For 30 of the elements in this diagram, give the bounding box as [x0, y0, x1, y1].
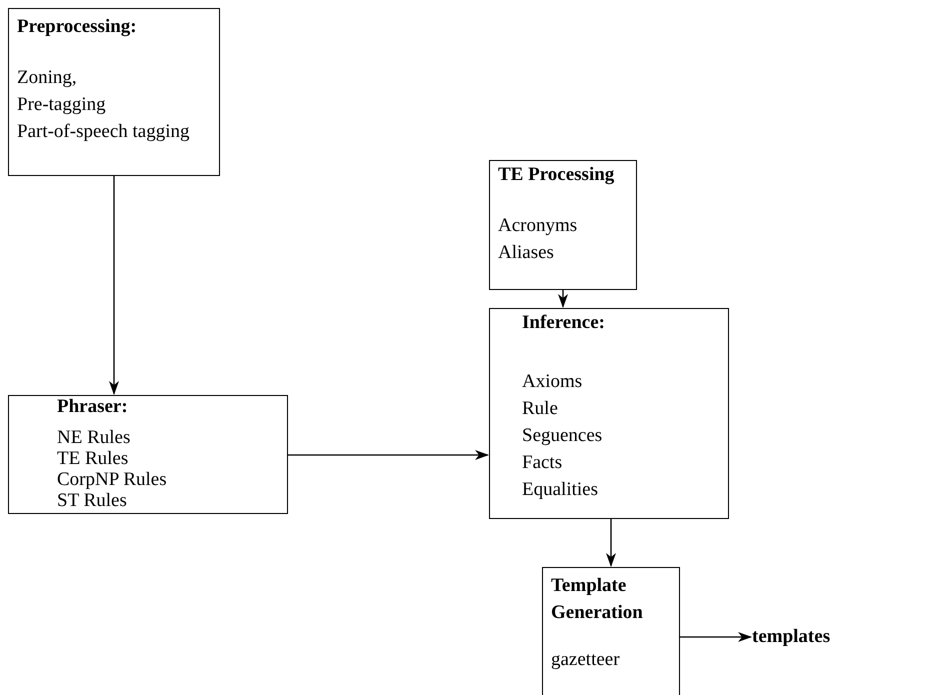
box-heading: Template Generation: [551, 574, 644, 625]
box-item: Zoning,: [17, 66, 77, 90]
arrow: [558, 290, 568, 308]
box-item: Rule: [522, 397, 558, 421]
box-heading: Preprocessing:: [17, 15, 137, 39]
process-box: [8, 8, 220, 176]
arrow: [606, 519, 616, 567]
box-item: gazetteer: [551, 648, 620, 672]
box-item: Pre-tagging: [17, 93, 106, 117]
box-item: ST Rules: [57, 490, 127, 511]
box-item: Aliases: [498, 241, 554, 265]
box-heading: Inference:: [522, 311, 606, 335]
box-item: Facts: [522, 451, 562, 475]
process-box: [489, 308, 729, 519]
box-heading: TE Processing: [498, 163, 614, 187]
arrow: [109, 176, 119, 395]
process-box: [542, 567, 680, 695]
box-item: Axioms: [522, 370, 582, 394]
box-item: Part-of-speech tagging: [17, 120, 190, 144]
box-item: CorpNP Rules: [57, 469, 167, 490]
process-box: [489, 160, 637, 290]
arrow: [680, 632, 752, 642]
box-item: Equalities: [522, 478, 598, 502]
box-item: Acronyms: [498, 214, 578, 238]
arrow: [288, 450, 489, 460]
box-item: Seguences: [522, 424, 602, 448]
box-item: TE Rules: [57, 448, 128, 469]
box-heading: Phraser:: [57, 396, 128, 417]
process-box: [8, 395, 288, 514]
box-item: NE Rules: [57, 427, 130, 448]
